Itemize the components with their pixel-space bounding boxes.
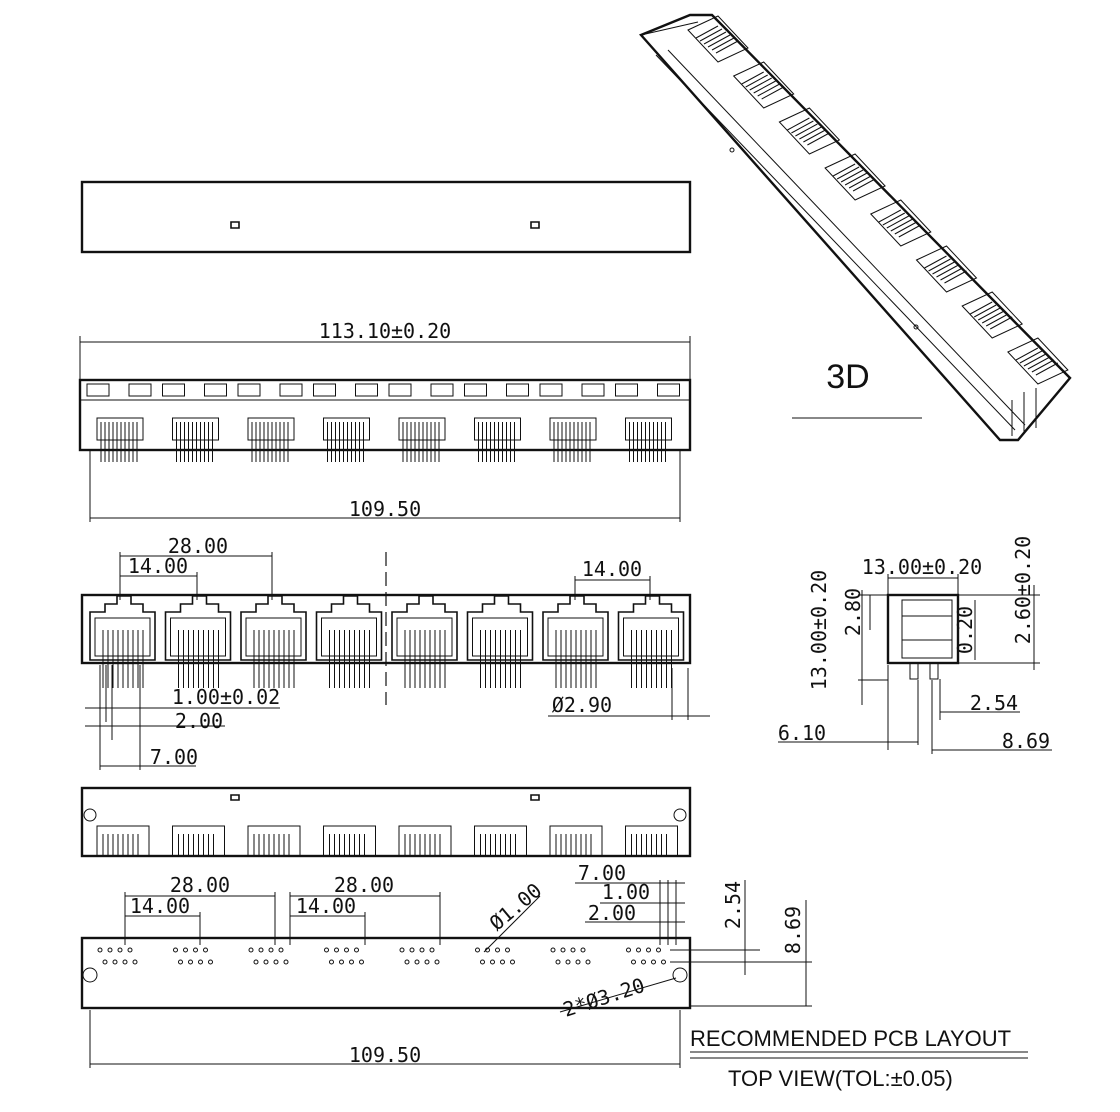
front-view-ports: 28.00 14.00 14.00 1.00±0.02 2.00 7.00 Ø2… <box>80 534 710 770</box>
pcb-dim-200: 2.00 <box>588 901 636 925</box>
pcb-hole-group <box>399 947 440 965</box>
side-dim-post-offset: 6.10 <box>778 721 826 745</box>
front-view-top: 113.10±0.20 109.50 <box>78 319 692 522</box>
side-dim-total-depth: 8.69 <box>1002 729 1050 753</box>
pcb-hole-group <box>324 947 364 965</box>
dim-pin-pitch: 2.00 <box>175 709 223 733</box>
pcb-dim-mount-holes: 2*Ø3.20 <box>560 973 648 1022</box>
back-slot <box>474 825 527 857</box>
back-slot <box>549 825 603 857</box>
rj45-port <box>391 595 458 688</box>
pcb-hole-group <box>626 947 666 965</box>
pcb-hole-group <box>248 947 289 965</box>
side-dim-right-small: 0.20 <box>953 606 977 654</box>
pcb-hole-group <box>475 947 515 965</box>
pcb-dim-hole: Ø1.00 <box>485 878 547 935</box>
pcb-hole-group <box>550 947 591 965</box>
front-top-port <box>464 383 529 462</box>
iso-label-3d: 3D <box>826 358 869 396</box>
dim-pitch-28: 28.00 <box>168 534 228 558</box>
back-slot <box>172 825 225 857</box>
pcb-dim-14-mid: 14.00 <box>296 894 356 918</box>
iso-port <box>915 245 978 293</box>
side-view: 13.00±0.20 13.00±0.20 2.80 2.60±0.20 0.2… <box>778 536 1052 754</box>
pcb-dim-28-left: 28.00 <box>170 873 230 897</box>
back-slot <box>625 825 678 857</box>
dim-post-diameter: Ø2.90 <box>552 693 612 717</box>
dim-overall-width: 113.10±0.20 <box>319 319 451 343</box>
dim-pin-span: 109.50 <box>349 497 421 521</box>
pcb-dim-28-mid: 28.00 <box>334 873 394 897</box>
side-dim-depth: 13.00±0.20 <box>862 555 982 579</box>
front-top-port <box>162 383 227 462</box>
back-slot <box>247 825 301 857</box>
side-dim-top-offset: 2.80 <box>841 588 865 636</box>
pcb-dim-span: 109.50 <box>349 1043 421 1067</box>
title-block: RECOMMENDED PCB LAYOUT TOP VIEW(TOL:±0.0… <box>690 1026 1028 1091</box>
front-top-port <box>539 383 605 462</box>
dim-pitch-14-right: 14.00 <box>582 557 642 581</box>
rj45-port <box>466 595 534 688</box>
front-top-port <box>313 383 378 462</box>
title-line-2: TOP VIEW(TOL:±0.05) <box>728 1066 953 1091</box>
isometric-3d-view: 3D <box>638 13 1072 442</box>
back-view <box>80 786 692 858</box>
rj45-port <box>164 595 232 688</box>
pcb-dim-700: 7.00 <box>578 861 626 885</box>
iso-port <box>687 15 749 63</box>
pcb-dim-869: 8.69 <box>781 906 805 954</box>
rj45-port <box>542 595 609 688</box>
side-dim-row-pitch: 2.54 <box>970 691 1018 715</box>
side-dim-height: 13.00±0.20 <box>807 570 831 690</box>
front-top-port <box>237 383 303 462</box>
pcb-dim-100: 1.00 <box>602 880 650 904</box>
back-slot <box>323 825 376 857</box>
iso-port <box>778 107 841 155</box>
rj45-port <box>240 595 307 688</box>
rj45-port <box>315 595 383 688</box>
rj45-port <box>89 595 156 688</box>
dim-pitch-14: 14.00 <box>128 554 188 578</box>
rj45-port <box>617 595 685 688</box>
back-slot <box>96 825 150 857</box>
top-view <box>80 180 692 254</box>
pcb-dim-254: 2.54 <box>721 881 745 929</box>
iso-port <box>961 291 1024 339</box>
pcb-hole-group <box>173 947 213 965</box>
pcb-hole-group <box>97 947 138 965</box>
iso-port <box>869 199 932 247</box>
dim-first-pin: 7.00 <box>150 745 198 769</box>
iso-port <box>732 61 795 109</box>
dim-pin-width: 1.00±0.02 <box>172 685 280 709</box>
iso-port <box>1007 337 1069 385</box>
pcb-dim-14-left: 14.00 <box>130 894 190 918</box>
front-top-port <box>86 383 152 462</box>
iso-port <box>824 153 886 201</box>
side-dim-right-height: 2.60±0.20 <box>1011 536 1035 644</box>
front-top-port <box>615 383 680 462</box>
title-line-1: RECOMMENDED PCB LAYOUT <box>690 1026 1011 1051</box>
front-top-port <box>388 383 454 462</box>
back-slot <box>398 825 452 857</box>
